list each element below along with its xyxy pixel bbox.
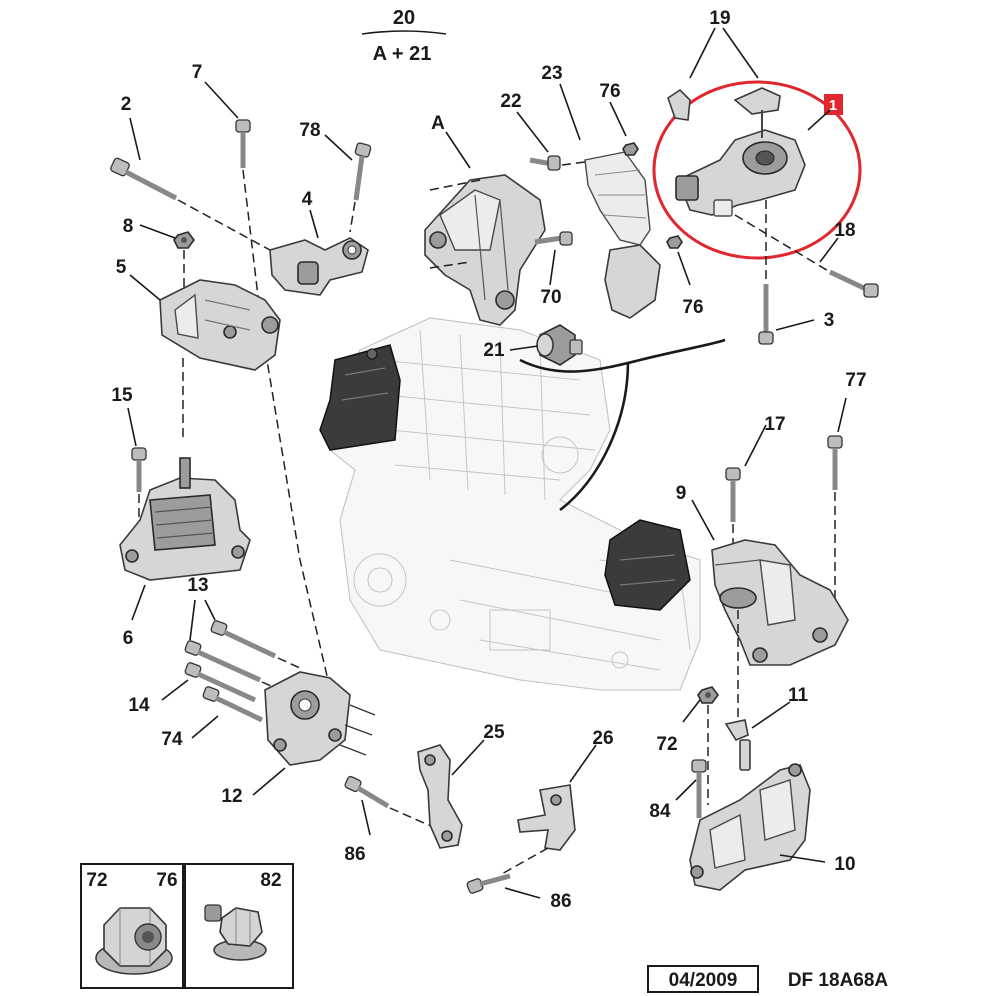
- callout-86-bottom: 86: [550, 891, 571, 912]
- part-9-mount: [711, 539, 849, 666]
- highlight-badge: [824, 94, 843, 115]
- part-19-clip: [667, 88, 691, 121]
- part-11-clip: [724, 719, 751, 771]
- callout-2: 2: [121, 94, 132, 115]
- bolt-7: [235, 119, 251, 168]
- part-A-support: [424, 174, 546, 326]
- callout-7: 7: [192, 62, 203, 83]
- callout-76-mid: 76: [682, 297, 703, 318]
- footer-date: 04/2009: [669, 970, 738, 991]
- callout-6: 6: [123, 628, 134, 649]
- bolt-18: [828, 269, 879, 298]
- callout-13: 13: [187, 575, 208, 596]
- bolt-86-bottom: [466, 873, 511, 894]
- callout-9: 9: [676, 483, 687, 504]
- callout-21: 21: [483, 340, 505, 361]
- callout-25: 25: [483, 722, 505, 743]
- footer-code: DF 18A68A: [788, 970, 889, 991]
- bolts-13-14-74: [184, 620, 277, 723]
- callout-4: 4: [302, 189, 313, 210]
- callout-74: 74: [161, 729, 183, 750]
- callout-86-left: 86: [344, 844, 365, 865]
- bolt-86-left: [344, 775, 390, 809]
- part-6-mount: [119, 457, 251, 581]
- highlight-circle: [652, 80, 862, 260]
- callout-77: 77: [845, 370, 866, 391]
- callout-22: 22: [500, 91, 521, 112]
- callout-12: 12: [221, 786, 242, 807]
- part-12-bracket: [264, 671, 376, 766]
- header-group: 20 A + 21: [361, 7, 447, 65]
- callout-10: 10: [834, 854, 855, 875]
- callout-labels: 19 7 2 78 23 22 76 A 4 8 18 5 70 76 3 21…: [111, 8, 866, 912]
- callout-3: 3: [824, 310, 835, 331]
- leader-lines: [127, 27, 847, 899]
- header-formula: A + 21: [373, 43, 432, 65]
- callout-15: 15: [111, 385, 133, 406]
- bolt-84: [691, 759, 707, 818]
- callout-8: 8: [123, 216, 134, 237]
- callout-78: 78: [299, 120, 320, 141]
- bolt-17: [725, 467, 741, 522]
- legend-nut-box: 72 76: [80, 863, 184, 989]
- bolt-3: [758, 284, 774, 345]
- nut-72: [697, 686, 719, 704]
- callout-19: 19: [709, 8, 730, 29]
- part-1-mount: [675, 129, 806, 217]
- nut-76-top: [622, 142, 639, 156]
- callout-70: 70: [540, 287, 561, 308]
- footer: 04/2009 DF 18A68A: [647, 965, 889, 993]
- part-8-nut: [173, 231, 195, 249]
- part-25-bracket: [417, 744, 463, 849]
- engine-bracket-right: [604, 519, 691, 611]
- callout-A: A: [431, 113, 445, 134]
- callout-5: 5: [116, 257, 127, 278]
- part-23-heat-shield: [584, 151, 661, 319]
- bolt-15: [131, 447, 147, 492]
- callout-17: 17: [764, 414, 785, 435]
- header-number: 20: [393, 7, 415, 29]
- callout-76-top: 76: [599, 81, 620, 102]
- bolt-77: [827, 435, 843, 490]
- engine-bracket-left: [319, 344, 401, 451]
- legend-bolt-box: 82: [184, 863, 294, 989]
- part-26-bracket: [517, 784, 576, 851]
- callout-84: 84: [649, 801, 671, 822]
- highlight-badge-text: 1: [829, 97, 837, 114]
- legend-label-72: 72: [86, 870, 107, 891]
- legend-label-82: 82: [260, 870, 281, 891]
- part-5-bracket: [159, 279, 281, 371]
- part-4-link: [269, 237, 369, 296]
- callout-14: 14: [128, 695, 150, 716]
- flange-nut-icon: [95, 907, 173, 975]
- part-10-bracket: [689, 763, 811, 891]
- bolt-70: [534, 231, 573, 246]
- part-19-cap: [733, 87, 781, 138]
- flange-bolt-icon: [204, 904, 267, 961]
- callout-18: 18: [834, 220, 855, 241]
- legend-label-76: 76: [156, 870, 177, 891]
- callout-72: 72: [656, 734, 677, 755]
- bolt-2: [110, 157, 178, 201]
- callout-26: 26: [592, 728, 613, 749]
- bolt-78: [353, 142, 372, 201]
- callout-23: 23: [541, 63, 562, 84]
- nut-76-mid: [666, 235, 683, 249]
- part-21-bush: [536, 324, 583, 366]
- bolt-22: [529, 155, 561, 171]
- callout-11: 11: [788, 685, 809, 706]
